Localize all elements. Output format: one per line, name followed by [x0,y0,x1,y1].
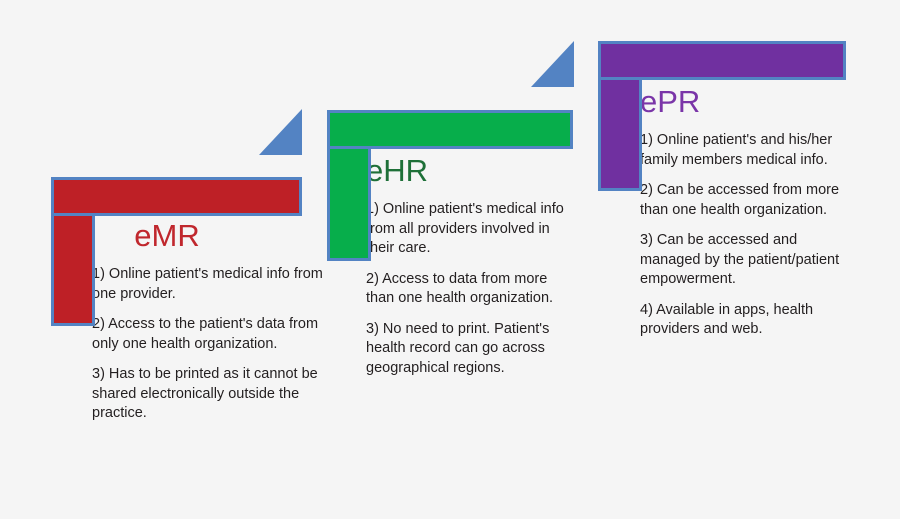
bracket-emr [51,177,302,326]
heading-emr: eMR [134,218,200,253]
bracket-ehr [327,110,573,261]
text-column-emr: eMR 1) Online patient's medical info fro… [92,220,324,424]
list-item: 3) Has to be printed as it cannot be sha… [92,366,318,421]
list-item: 1) Online patient's medical info from al… [366,201,564,256]
list-item: 3) No need to print. Patient's health re… [366,320,550,376]
text-column-epr: ePR 1) Online patient's and his/her fami… [640,86,855,340]
list-item: 2) Access to the patient's data from onl… [92,316,319,352]
bracket-emr-horizontal [51,177,302,216]
heading-epr: ePR [640,84,701,119]
bullet-list-emr: 1) Online patient's medical info from on… [92,265,324,424]
bullet-list-epr: 1) Online patient's and his/her family m… [640,131,855,340]
list-item: 1) Online patient's medical info from on… [92,266,323,302]
text-column-ehr: eHR 1) Online patient's medical info fro… [366,155,571,378]
bullet-list-ehr: 1) Online patient's medical info from al… [366,200,571,378]
triangle-up-right-icon-emr-to-ehr [259,109,302,155]
list-item: 3) Can be accessed and managed by the pa… [640,232,840,287]
triangle-up-right-icon-ehr-to-epr [531,41,574,87]
list-item: 4) Available in apps, health providers a… [640,301,814,338]
heading-ehr: eHR [366,153,429,188]
list-item: 1) Online patient's and his/her family m… [640,132,833,168]
bracket-ehr-horizontal [327,110,573,149]
bracket-epr-horizontal [598,41,846,80]
list-item: 2) Access to data from more than one hea… [366,270,554,307]
list-item: 2) Can be accessed from more than one he… [640,182,840,218]
bracket-epr [598,41,846,191]
